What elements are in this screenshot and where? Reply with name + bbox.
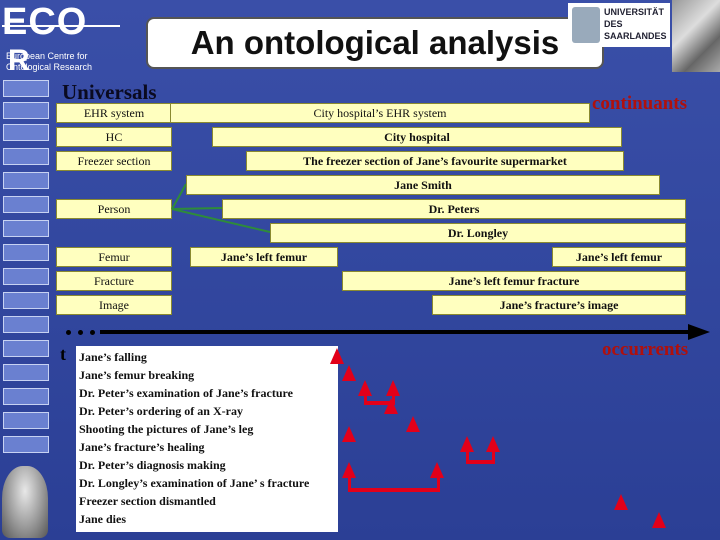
occurrents-label: occurrents xyxy=(602,339,689,360)
bar-left-femur-before: Jane’s left femur xyxy=(190,247,338,267)
sidebar-block xyxy=(3,292,49,309)
event-marker-diagnosis-icon xyxy=(486,436,500,452)
universal-hc: HC xyxy=(56,127,172,147)
timeline-dot xyxy=(90,330,95,335)
sidebar-block xyxy=(3,124,49,141)
event-span-bar xyxy=(348,488,440,492)
logo-subtitle-2: Ontological Research xyxy=(6,62,93,72)
event-marker-examination-icon xyxy=(386,380,400,396)
event-span-bar xyxy=(364,401,395,405)
event-marker-longley-exam-icon xyxy=(342,462,356,478)
time-axis-label: t xyxy=(60,344,66,364)
aristotle-bust-image xyxy=(2,466,48,538)
occurrent-item: Dr. Peter’s examination of Jane’s fractu… xyxy=(79,386,293,400)
bar-jane-smith: Jane Smith xyxy=(186,175,660,195)
university-line-3: SAARLANDES xyxy=(604,31,667,41)
logo-subtitle-1: European Centre for xyxy=(6,51,88,61)
occurrent-item: Jane dies xyxy=(79,512,127,526)
sidebar-block xyxy=(3,220,49,237)
sidebar-block xyxy=(3,436,49,453)
universal-image: Image xyxy=(56,295,172,315)
bar-fracture-image: Jane’s fracture’s image xyxy=(432,295,686,315)
occurrent-item: Dr. Peter’s diagnosis making xyxy=(79,458,226,472)
sidebar-block xyxy=(3,388,49,405)
universal-femur: Femur xyxy=(56,247,172,267)
time-axis-arrow-icon xyxy=(688,324,710,340)
occurrent-item: Freezer section dismantled xyxy=(79,494,216,508)
event-span-stem xyxy=(348,478,351,490)
logo-underline xyxy=(2,25,120,27)
university-line-1: UNIVERSITÄT xyxy=(604,7,665,17)
occurrent-item: Shooting the pictures of Jane’s leg xyxy=(79,422,254,436)
bar-city-hospital-ehr: City hospital’s EHR system xyxy=(170,103,590,123)
sidebar-block xyxy=(3,148,49,165)
time-axis xyxy=(100,330,690,334)
sidebar-block xyxy=(3,196,49,213)
university-seal-icon xyxy=(572,7,600,43)
building-photo xyxy=(672,0,720,72)
bar-femur-fracture: Jane’s left femur fracture xyxy=(342,271,686,291)
sidebar-block xyxy=(3,268,49,285)
sidebar-block xyxy=(3,412,49,429)
event-marker-falling-icon xyxy=(330,348,344,364)
sidebar-block xyxy=(3,102,49,119)
occurrents-list: Jane’s falling Jane’s femur breaking Dr.… xyxy=(76,346,338,532)
bar-dr-longley: Dr. Longley xyxy=(270,223,686,243)
bar-dr-peters: Dr. Peters xyxy=(222,199,686,219)
bar-freezer-section: The freezer section of Jane’s favourite … xyxy=(246,151,624,171)
sidebar-block xyxy=(3,244,49,261)
bar-city-hospital: City hospital xyxy=(212,127,622,147)
universal-fracture: Fracture xyxy=(56,271,172,291)
event-span-bar xyxy=(466,460,495,464)
timeline-dot xyxy=(78,330,83,335)
occurrent-item: Jane’s femur breaking xyxy=(79,368,195,382)
occurrent-item: Dr. Longley’s examination of Jane’ s fra… xyxy=(79,476,310,490)
sidebar-block xyxy=(3,340,49,357)
event-marker-examination-icon xyxy=(358,380,372,396)
sidebar-block xyxy=(3,316,49,333)
event-span-stem xyxy=(437,474,440,490)
occurrent-item: Dr. Peter’s ordering of an X-ray xyxy=(79,404,243,418)
occurrent-item: Jane’s fracture’s healing xyxy=(79,440,205,454)
event-marker-healing-icon xyxy=(342,426,356,442)
sidebar-block xyxy=(3,364,49,381)
sidebar-block xyxy=(3,80,49,97)
event-marker-longley-exam-icon xyxy=(430,462,444,478)
event-marker-xray-order-icon xyxy=(384,398,398,414)
bar-left-femur-after: Jane’s left femur xyxy=(552,247,686,267)
eco-logo-text: ECO xyxy=(2,1,88,43)
sidebar-block xyxy=(3,172,49,189)
event-span-stem xyxy=(364,396,367,404)
timeline-dot xyxy=(66,330,71,335)
occurrent-item: Jane’s falling xyxy=(79,350,147,364)
event-span-stem xyxy=(492,452,495,462)
event-marker-freezer-dismantled-icon xyxy=(614,494,628,510)
event-marker-breaking-icon xyxy=(342,365,356,381)
eco-logo-r: R xyxy=(8,44,30,77)
universal-ehr-system: EHR system xyxy=(56,103,172,123)
universal-person: Person xyxy=(56,199,172,219)
slide-title: An ontological analysis xyxy=(146,17,604,69)
universals-heading: Universals xyxy=(62,80,157,104)
universal-freezer-section: Freezer section xyxy=(56,151,172,171)
event-span-stem xyxy=(466,452,469,462)
university-line-2: DES xyxy=(604,19,623,29)
university-logo: UNIVERSITÄT DES SAARLANDES xyxy=(568,3,670,47)
event-marker-jane-dies-icon xyxy=(652,512,666,528)
continuants-label: continuants xyxy=(592,93,688,114)
event-marker-diagnosis-icon xyxy=(460,436,474,452)
event-marker-pictures-icon xyxy=(406,416,420,432)
